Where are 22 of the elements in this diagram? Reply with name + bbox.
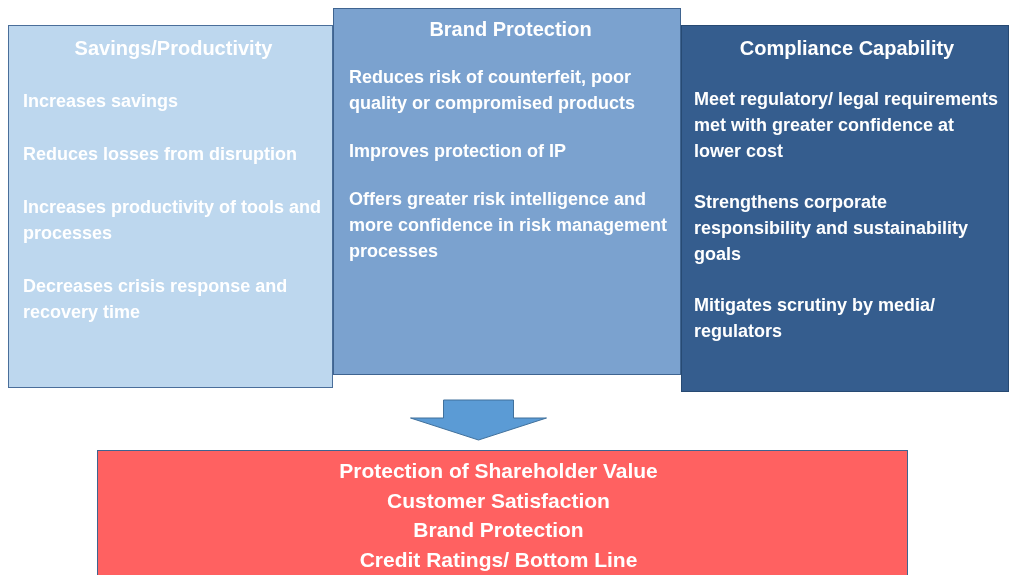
benefit-text: Reduces losses from disruption bbox=[23, 143, 299, 166]
benefit-text: Meet regulatory/ legal requirements met with greater confidence at lower cost bbox=[694, 88, 1000, 163]
benefit-text: Decreases crisis response and recovery time bbox=[23, 275, 289, 324]
benefit-text: Strengthens corporate responsibility and sustainability goals bbox=[694, 191, 970, 266]
panel-heading: Brand Protection bbox=[428, 17, 593, 42]
outcome-text: Brand Protection bbox=[412, 517, 585, 543]
benefit-text: Increases savings bbox=[23, 90, 180, 113]
category-panel bbox=[681, 25, 1009, 392]
outcome-panel bbox=[97, 450, 908, 575]
outcome-text: Credit Ratings/ Bottom Line bbox=[358, 546, 639, 573]
benefit-text: Improves protection of IP bbox=[349, 140, 568, 163]
outcome-text: Customer Satisfaction bbox=[386, 487, 611, 514]
block-arrow bbox=[410, 399, 547, 441]
outcome-text: Protection of Shareholder Value bbox=[338, 458, 659, 484]
category-panel bbox=[8, 25, 333, 388]
benefit-text: Increases productivity of tools and processes bbox=[23, 196, 323, 245]
benefit-text: Mitigates scrutiny by media/ regulators bbox=[694, 294, 937, 343]
benefit-text: Reduces risk of counterfeit, poor quality or compromised products bbox=[349, 66, 637, 115]
panel-heading: Compliance Capability bbox=[738, 36, 956, 61]
benefit-text: Offers greater risk intelligence and more confidence in risk management processes bbox=[349, 188, 669, 263]
panel-heading: Savings/Productivity bbox=[73, 36, 274, 61]
category-panel bbox=[333, 8, 681, 375]
